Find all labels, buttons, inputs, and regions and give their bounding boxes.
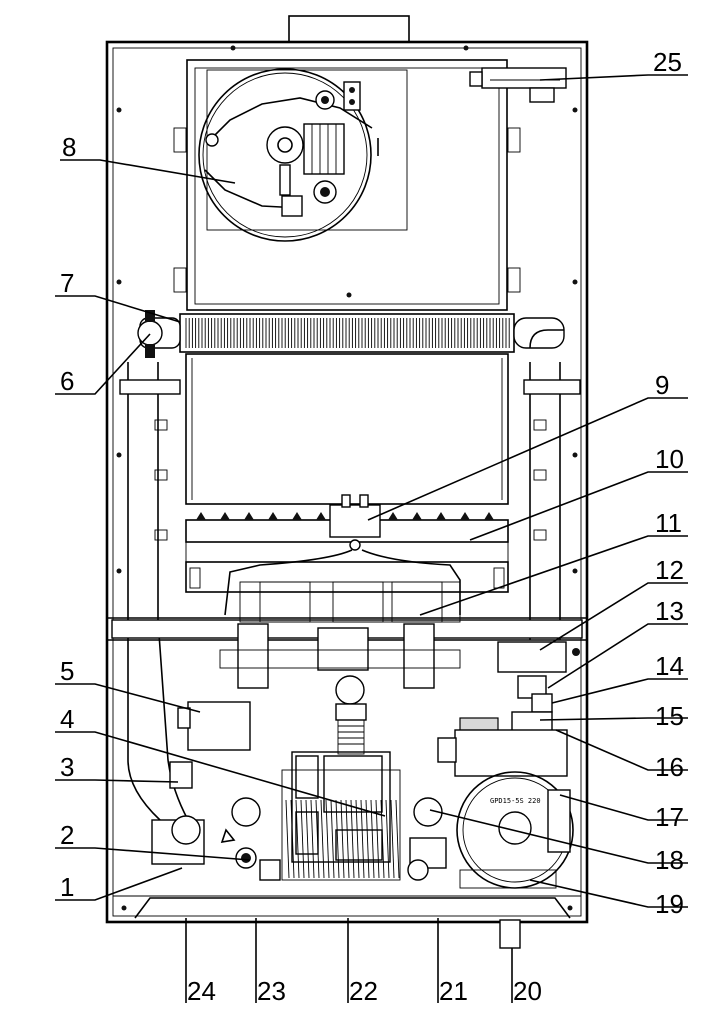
label-13: 13 (655, 596, 684, 626)
label-18: 18 (655, 845, 684, 875)
label-9: 9 (655, 370, 669, 400)
label-22: 22 (349, 976, 378, 1006)
label-12: 12 (655, 555, 684, 585)
callout-labels: 1 2 3 4 5 6 7 8 9 10 11 12 13 14 15 16 1… (60, 47, 684, 1006)
label-19: 19 (655, 889, 684, 919)
leader-lines (55, 74, 688, 1003)
label-2: 2 (60, 820, 74, 850)
bottom-connections (499, 919, 521, 949)
air-pressure-switch (469, 67, 567, 103)
label-4: 4 (60, 704, 74, 734)
combustion-hood (173, 59, 521, 311)
control-box (177, 701, 251, 751)
label-20: 20 (513, 976, 542, 1006)
label-6: 6 (60, 366, 74, 396)
label-7: 7 (60, 268, 74, 298)
label-17: 17 (655, 802, 684, 832)
label-8: 8 (62, 132, 76, 162)
safety-valve-group (459, 675, 553, 735)
gas-manifold (111, 581, 583, 721)
label-24: 24 (187, 976, 216, 1006)
label-21: 21 (439, 976, 468, 1006)
label-15: 15 (655, 701, 684, 731)
label-3: 3 (60, 752, 74, 782)
right-pipe (523, 329, 581, 640)
burner-chamber (185, 353, 509, 505)
label-1: 1 (60, 872, 74, 902)
label-23: 23 (257, 976, 286, 1006)
label-10: 10 (655, 444, 684, 474)
label-16: 16 (655, 752, 684, 782)
return-fitting (497, 641, 580, 673)
fan-assembly (198, 68, 379, 242)
label-5: 5 (60, 656, 74, 686)
label-14: 14 (655, 651, 684, 681)
pump: GPD15-5S 220 (437, 729, 574, 889)
gas-valve (291, 719, 391, 863)
heat-exchanger (137, 310, 565, 358)
label-11: 11 (655, 508, 682, 538)
casing (105, 40, 589, 924)
label-25: 25 (653, 47, 682, 77)
ignition-electrode (224, 494, 461, 616)
flue-outlet (288, 15, 410, 43)
flow-sensor (407, 797, 447, 881)
plate-heat-exchanger (281, 769, 401, 881)
pump-marking: GPD15-5S 220 (490, 797, 541, 805)
